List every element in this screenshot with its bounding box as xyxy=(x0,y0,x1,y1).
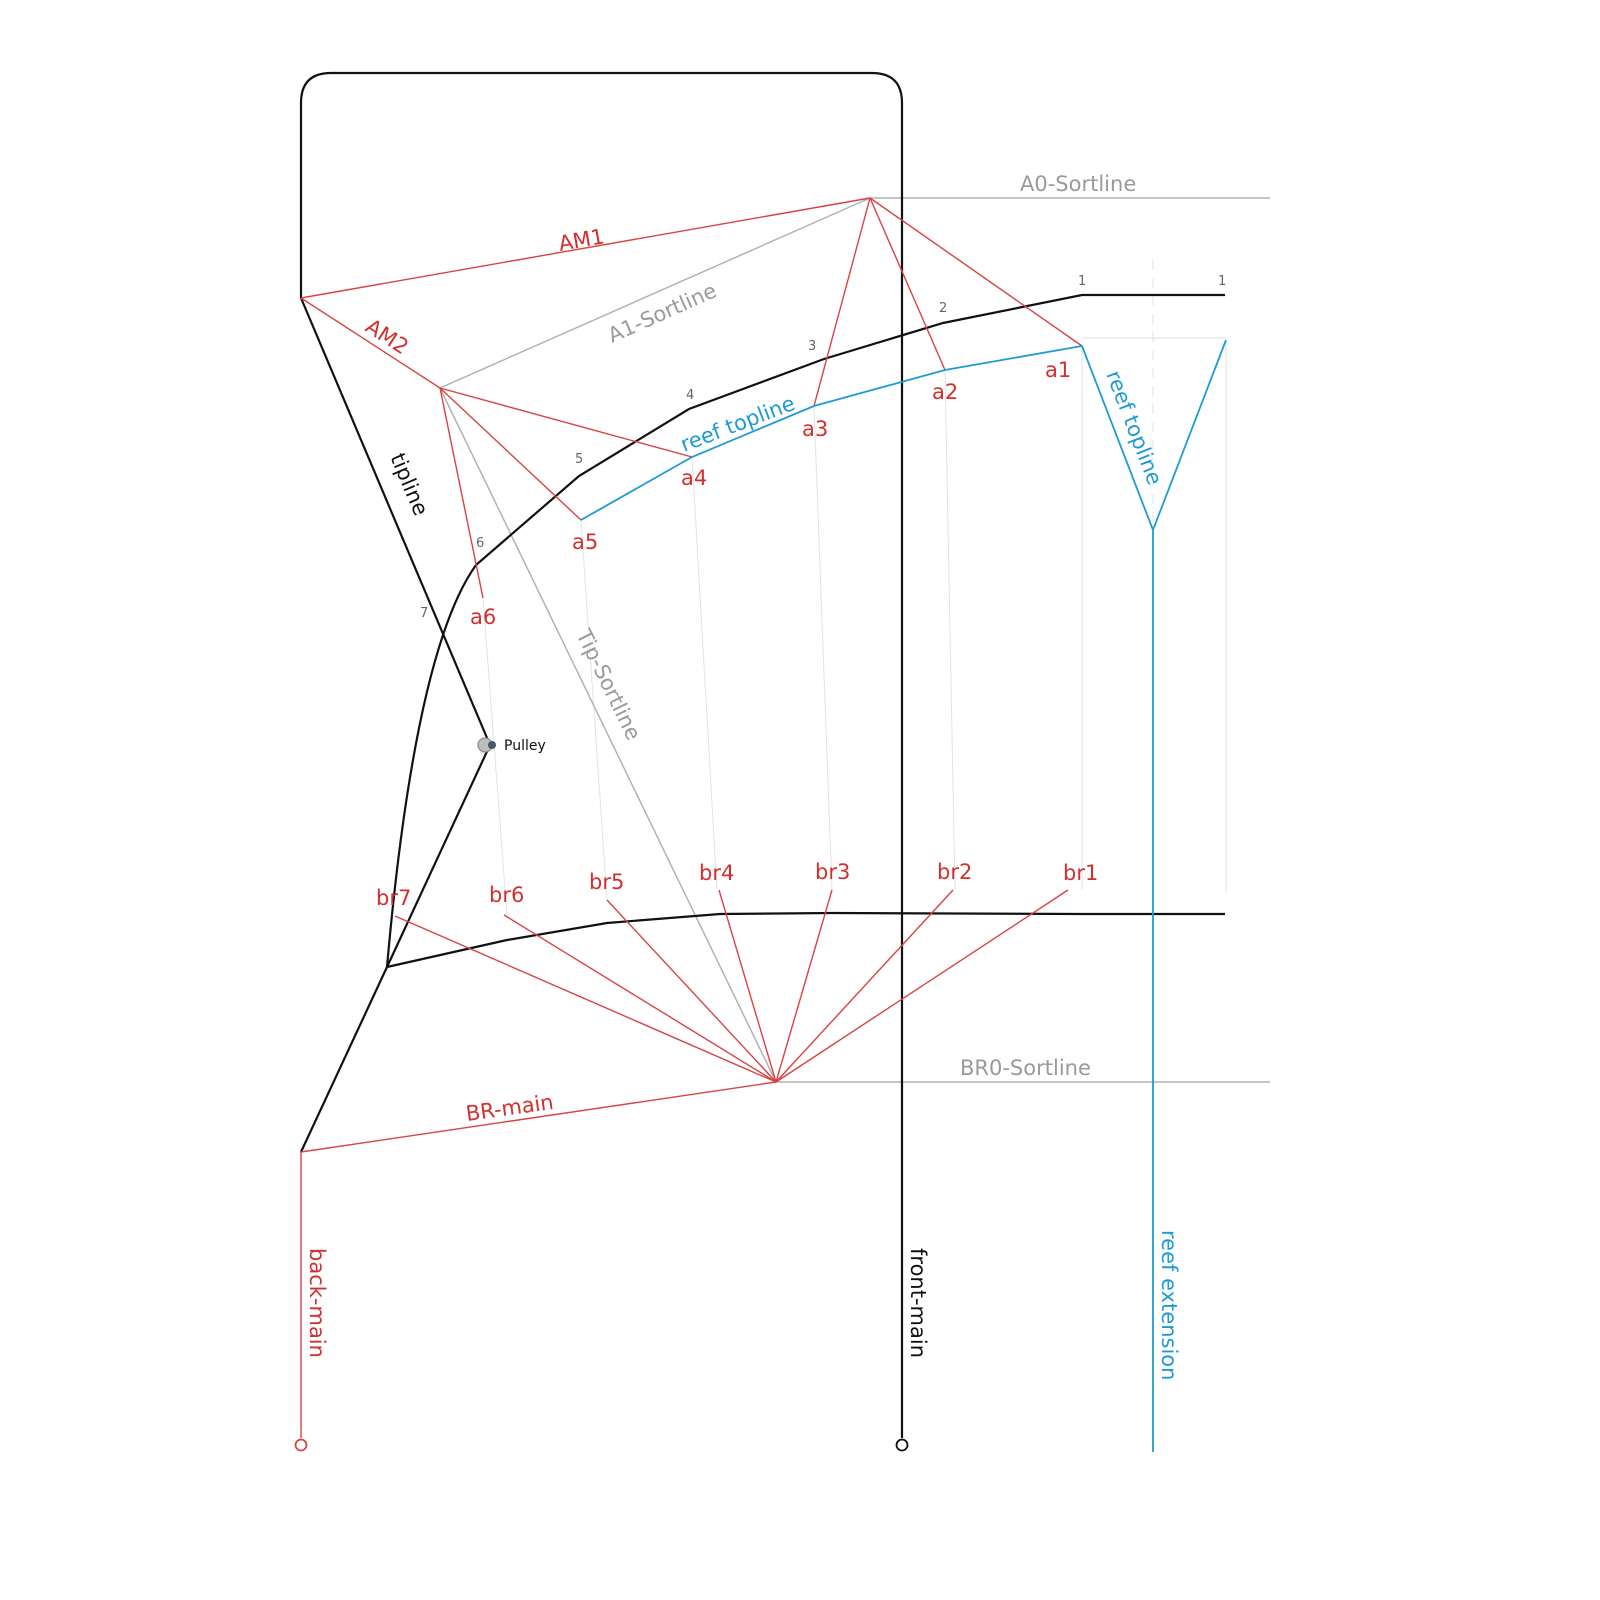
back-main-label: back-main xyxy=(305,1248,329,1358)
a1-sortline xyxy=(439,197,871,389)
a1-sortline-label: A1-Sortline xyxy=(604,278,720,347)
br0-sortline-label: BR0-Sortline xyxy=(960,1056,1091,1080)
reef-extension-label: reef extension xyxy=(1157,1230,1181,1380)
tip-sortline xyxy=(439,387,777,1083)
a-point-label: a3 xyxy=(802,417,828,441)
black-lines xyxy=(299,71,1225,1452)
rib-guides xyxy=(482,260,1227,916)
rib-number: 3 xyxy=(808,339,816,354)
rib-number: 5 xyxy=(575,452,583,467)
front-main-end xyxy=(895,1438,909,1452)
pulley-label: Pulley xyxy=(504,738,546,754)
rib-number: 1 xyxy=(1078,274,1086,289)
a-point-label: a4 xyxy=(681,466,707,490)
rib-number: 6 xyxy=(476,536,484,551)
back-main-end xyxy=(294,1438,308,1452)
am1-line xyxy=(300,197,871,299)
reef-topline-line xyxy=(580,345,1083,521)
rib-number: 4 xyxy=(686,388,694,403)
trailing-edge-profile xyxy=(386,911,1225,969)
pulley-icon xyxy=(477,737,496,753)
a-point-label: a5 xyxy=(572,530,598,554)
tipline-line xyxy=(299,297,492,1153)
br-point-label: br5 xyxy=(589,870,624,894)
a-point-label: a6 xyxy=(470,605,496,629)
a-point-labels: a1 a2 a3 a4 a5 a6 xyxy=(470,358,1071,629)
rib-number: 2 xyxy=(939,301,947,316)
leading-edge-profile xyxy=(385,293,1225,968)
reef-v-line xyxy=(1081,339,1227,533)
reef-lines xyxy=(580,339,1227,1452)
front-main-line xyxy=(299,71,904,1438)
a0-sortline-label: A0-Sortline xyxy=(1020,172,1136,196)
br-point-label: br7 xyxy=(376,886,411,910)
am2-line xyxy=(300,297,441,389)
br-point-label: br3 xyxy=(815,860,850,884)
am1-label: AM1 xyxy=(557,224,606,256)
rib-number: 7 xyxy=(420,606,428,621)
reef-topline-label-2: reef topline xyxy=(1101,367,1167,488)
br-main-line xyxy=(300,1081,777,1153)
br-point-label: br6 xyxy=(489,883,524,907)
rib-numbers: 1 1 2 3 4 5 6 7 xyxy=(420,274,1226,621)
rib-number: 1 xyxy=(1218,274,1226,289)
a-point-label: a2 xyxy=(932,380,958,404)
red-bridles xyxy=(294,197,1083,1452)
front-main-label: front-main xyxy=(906,1248,930,1358)
reef-topline-label: reef topline xyxy=(677,391,798,457)
a-point-label: a1 xyxy=(1045,358,1071,382)
line-labels: A0-Sortline A1-Sortline Tip-Sortline BR0… xyxy=(305,172,1181,1380)
br-point-labels: br1 br2 br3 br4 br5 br6 br7 xyxy=(376,860,1098,910)
tip-sortline-label: Tip-Sortline xyxy=(571,625,646,744)
br-point-label: br1 xyxy=(1063,861,1098,885)
tipline-label: tipline xyxy=(385,450,433,519)
am2-label: AM2 xyxy=(361,314,413,359)
sortlines xyxy=(439,197,1270,1083)
br-point-label: br4 xyxy=(699,861,734,885)
br-point-label: br2 xyxy=(937,860,972,884)
